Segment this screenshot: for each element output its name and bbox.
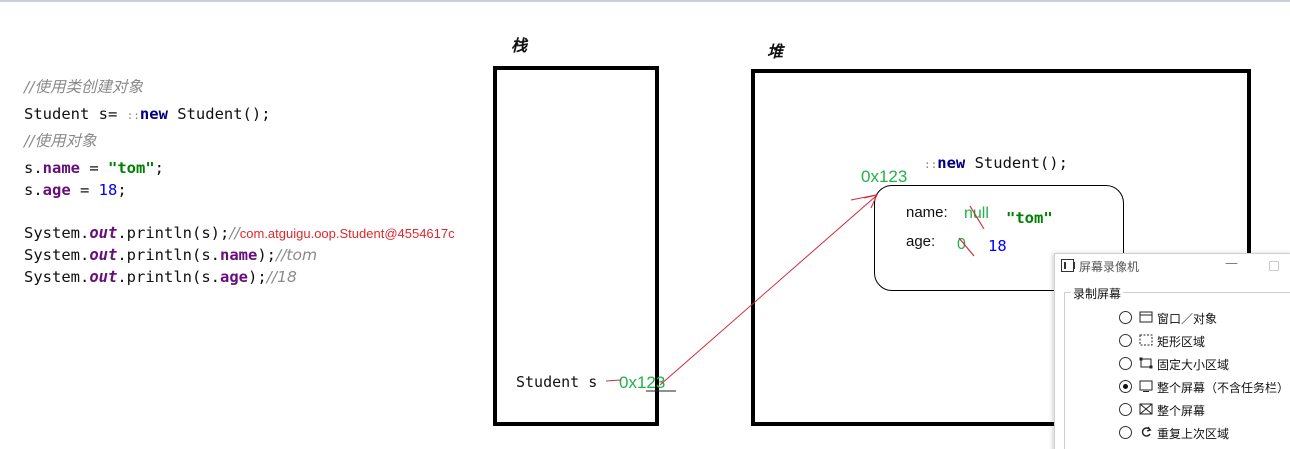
field-name-old-value: null	[964, 205, 989, 222]
field-age-label: age:	[906, 233, 936, 250]
code-text: =	[80, 159, 108, 177]
stack-variable: Student s	[516, 373, 598, 391]
code-field: name	[219, 246, 258, 264]
option-label: 重复上次区域	[1157, 427, 1230, 441]
code-text: s.	[24, 159, 43, 177]
code-line-set-name: s.name = "tom";	[24, 157, 164, 179]
radio-fullscreen-no-taskbar[interactable]	[1119, 380, 1132, 393]
code-field: age	[219, 268, 248, 286]
code-string: "tom"	[108, 159, 155, 177]
field-age-new-value: 18	[988, 237, 1007, 255]
code-text: Student();	[167, 105, 271, 123]
code-line-set-age: s.age = 18;	[24, 179, 127, 201]
heap-address: 0x123	[861, 167, 908, 186]
code-text: );	[257, 246, 276, 264]
code-line-create-student: Student s= ::new Student();	[24, 103, 271, 125]
radio-fixed-size[interactable]	[1119, 357, 1132, 370]
code-line-print-age: System.out.println(s.age);//18	[24, 266, 297, 288]
code-static-field: out	[89, 246, 118, 264]
stack-label: 栈	[511, 36, 528, 55]
code-comment: //	[229, 224, 240, 242]
rectangle-region-icon	[1139, 334, 1153, 346]
strike-zero-icon	[958, 237, 975, 257]
code-comment-use: //使用对象	[24, 132, 97, 150]
recorder-title-bar[interactable]: 屏幕录像机 —	[1055, 254, 1290, 278]
fullscreen-no-taskbar-icon	[1139, 380, 1153, 392]
reference-arrow	[659, 195, 877, 386]
code-text: Student s=	[24, 105, 127, 123]
option-label: 矩形区域	[1157, 335, 1206, 349]
option-label: 窗口／对象	[1157, 312, 1218, 326]
code-text: =	[70, 181, 99, 199]
fixed-size-region-icon	[1139, 357, 1153, 369]
recorder-title: 屏幕录像机	[1079, 260, 1140, 274]
code-text: .println(s);	[117, 224, 230, 242]
code-field: age	[42, 181, 71, 199]
code-text: .println(s.	[117, 268, 220, 286]
option-label: 整个屏幕（不含任务栏）	[1157, 381, 1290, 395]
code-dots: ::	[924, 158, 938, 171]
top-border-line	[0, 0, 1290, 2]
code-number: 18	[98, 181, 118, 199]
maximize-button[interactable]	[1269, 261, 1279, 271]
code-text: System.	[24, 224, 90, 242]
code-text: System.	[24, 246, 90, 264]
code-comment: //18	[266, 268, 297, 286]
minimize-button[interactable]: —	[1225, 256, 1238, 271]
strike-null-icon	[969, 205, 985, 230]
code-static-field: out	[89, 268, 118, 286]
radio-window[interactable]	[1119, 311, 1132, 324]
stack-box	[493, 66, 659, 426]
code-text: ;	[117, 181, 127, 199]
repeat-last-region-icon	[1141, 426, 1152, 437]
code-text: );	[247, 268, 267, 286]
code-keyword-new: new	[139, 105, 168, 123]
heap-new-expression: ::new Student();	[924, 154, 1068, 172]
record-screen-group	[1064, 292, 1290, 449]
option-label: 固定大小区域	[1157, 358, 1230, 372]
code-comment-create: //使用类创建对象	[24, 78, 143, 96]
code-keyword-new: new	[937, 154, 966, 172]
option-fixed-size[interactable]: 固定大小区域	[1119, 355, 1229, 373]
code-static-field: out	[89, 224, 118, 242]
code-dots: ::	[126, 109, 140, 122]
screen-recorder-panel: 屏幕录像机 — 录制屏幕 窗口／对象 矩形区域 固定大小区域 整个屏幕（不含任务…	[1054, 253, 1290, 449]
radio-repeat-last[interactable]	[1119, 426, 1132, 439]
option-rectangle[interactable]: 矩形区域	[1119, 332, 1205, 350]
window-icon	[1139, 311, 1153, 323]
code-text: ;	[154, 159, 165, 177]
film-icon	[1061, 259, 1075, 272]
code-text: s.	[24, 181, 43, 199]
stack-address: 0x123	[619, 373, 666, 392]
reference-arrow-tail	[605, 379, 622, 382]
option-fullscreen-no-taskbar[interactable]: 整个屏幕（不含任务栏）	[1119, 378, 1289, 396]
code-field: name	[42, 159, 80, 177]
code-line-print-object: System.out.println(s);//com.atguigu.oop.…	[24, 222, 455, 244]
fullscreen-icon	[1139, 403, 1153, 415]
heap-label: 堆	[767, 42, 784, 61]
option-label: 整个屏幕	[1157, 404, 1206, 418]
reference-arrow-cap	[850, 194, 877, 201]
option-fullscreen[interactable]: 整个屏幕	[1119, 401, 1205, 419]
code-text: System.	[24, 268, 90, 286]
record-screen-group-title: 录制屏幕	[1071, 285, 1124, 302]
field-age-old-value: 0	[957, 236, 966, 253]
code-text: Student();	[965, 154, 1068, 172]
code-line-print-name: System.out.println(s.name);//tom	[24, 244, 317, 266]
option-repeat-last[interactable]: 重复上次区域	[1119, 424, 1229, 442]
code-text: .println(s.	[117, 246, 220, 264]
radio-rectangle[interactable]	[1119, 334, 1132, 347]
option-window[interactable]: 窗口／对象	[1119, 309, 1217, 327]
field-name-label: name:	[906, 204, 948, 221]
code-comment: //tom	[275, 246, 318, 264]
radio-fullscreen[interactable]	[1119, 403, 1132, 416]
code-output-annotation: com.atguigu.oop.Student@4554617c	[239, 226, 455, 241]
field-name-new-value: "tom"	[1006, 209, 1053, 227]
